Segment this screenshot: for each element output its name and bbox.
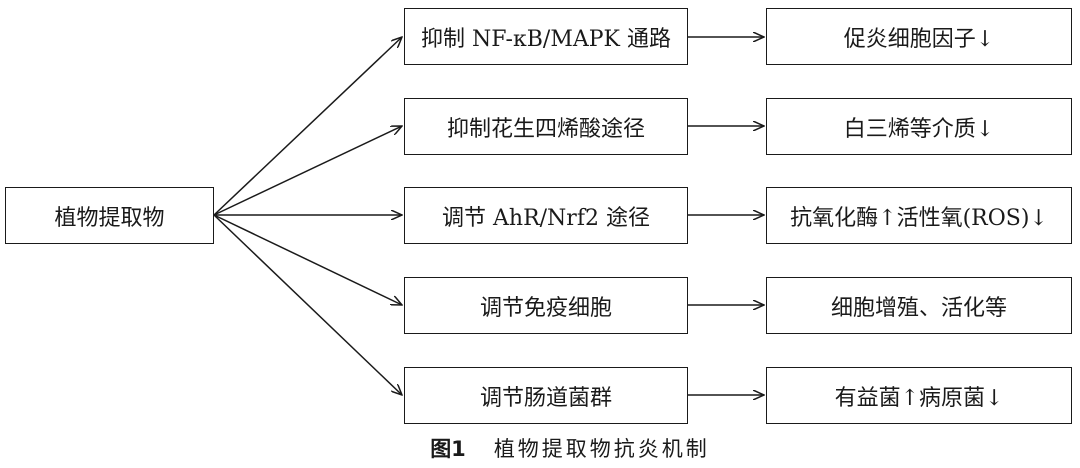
arrow-root-to-mechanism-4	[213, 214, 402, 305]
effect-node-cell-proliferation: 细胞增殖、活化等	[766, 277, 1072, 334]
mechanism-node-ahr-nrf2: 调节 AhR/Nrf2 途径	[404, 187, 688, 244]
arrow-root-to-mechanism-1	[213, 37, 402, 216]
effect-node-proinflammatory-cytokines: 促炎细胞因子↓	[766, 8, 1072, 65]
mechanism-node-immune-cells: 调节免疫细胞	[404, 277, 688, 334]
mechanism-node-arachidonic-acid: 抑制花生四烯酸途径	[404, 98, 688, 155]
effect-node-antioxidant-ros: 抗氧化酶↑活性氧(ROS)↓	[766, 187, 1072, 244]
figure-caption-text: 植物提取物抗炎机制	[493, 437, 710, 461]
root-node-plant-extract: 植物提取物	[5, 187, 214, 244]
mechanism-node-gut-microbiota: 调节肠道菌群	[404, 367, 688, 424]
arrow-root-to-mechanism-2	[213, 126, 402, 216]
mechanism-node-nfkb-mapk: 抑制 NF-κB/MAPK 通路	[404, 8, 688, 65]
effect-node-leukotrienes: 白三烯等介质↓	[766, 98, 1072, 155]
arrow-root-to-mechanism-5	[213, 214, 402, 395]
figure-caption-label: 图1	[430, 437, 466, 461]
effect-node-bacteria-balance: 有益菌↑病原菌↓	[766, 367, 1072, 424]
figure-caption: 图1 植物提取物抗炎机制	[0, 432, 1080, 464]
